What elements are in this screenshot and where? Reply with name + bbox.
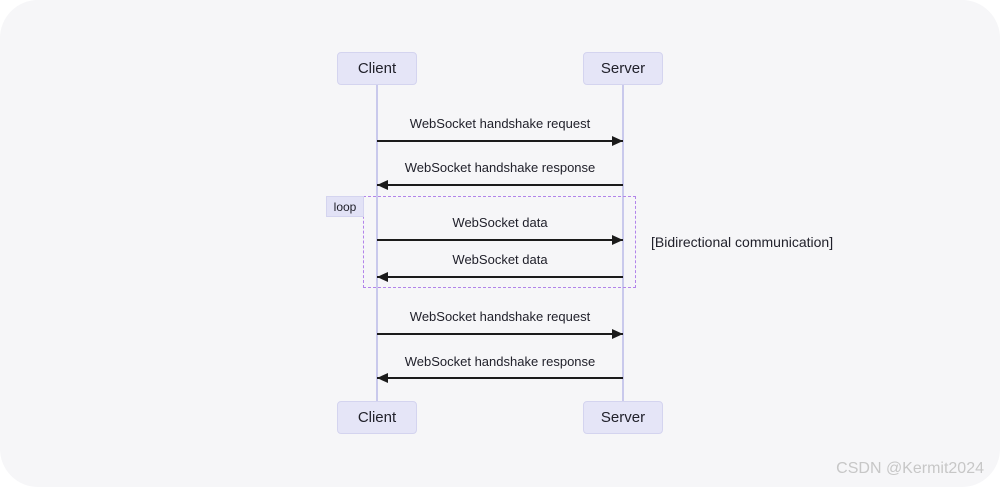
csdn-watermark: CSDN @Kermit2024 (836, 460, 984, 477)
actor-box-server-top: Server (583, 52, 663, 85)
loop-frame (363, 196, 636, 288)
actor-label-server: Server (600, 60, 646, 77)
actor-label-client: Client (357, 60, 397, 77)
message-arrow-handshake-request-1 (377, 136, 623, 146)
message-label-handshake-response-1: WebSocket handshake response (404, 160, 596, 175)
message-label-data-right: WebSocket data (452, 215, 548, 230)
actor-box-server-bottom: Server (583, 401, 663, 434)
lifeline-client (376, 85, 378, 401)
message-arrow-data-left (377, 272, 623, 282)
message-arrow-handshake-response-1 (377, 180, 623, 190)
arrowhead-left-icon (377, 180, 388, 190)
message-arrow-handshake-request-2 (377, 329, 623, 339)
message-label-data-left: WebSocket data (452, 252, 548, 267)
message-label-handshake-request-2: WebSocket handshake request (409, 309, 591, 324)
loop-label-text: loop (333, 199, 357, 214)
message-label-handshake-response-2: WebSocket handshake response (404, 354, 596, 369)
loop-label: loop (326, 196, 364, 217)
arrowhead-right-icon (612, 329, 623, 339)
arrowhead-right-icon (612, 235, 623, 245)
arrowhead-right-icon (612, 136, 623, 146)
arrowhead-left-icon (377, 373, 388, 383)
actor-box-client-bottom: Client (337, 401, 417, 434)
lifeline-server (622, 85, 624, 401)
message-label-handshake-request-1: WebSocket handshake request (409, 116, 591, 131)
actor-box-client-top: Client (337, 52, 417, 85)
loop-condition-note: [Bidirectional communication] (651, 234, 834, 250)
message-arrow-handshake-response-2 (377, 373, 623, 383)
message-arrow-data-right (377, 235, 623, 245)
actor-label-server: Server (600, 409, 646, 426)
actor-label-client: Client (357, 409, 397, 426)
arrowhead-left-icon (377, 272, 388, 282)
